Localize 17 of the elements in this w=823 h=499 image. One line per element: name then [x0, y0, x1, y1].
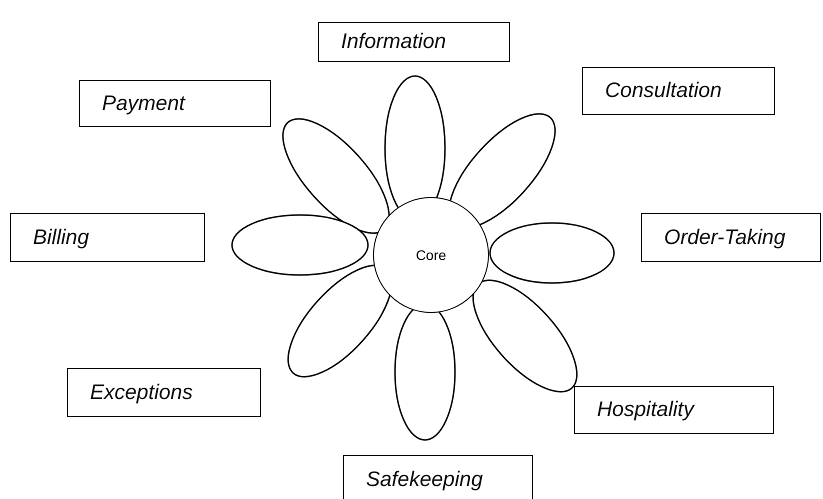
label-box — [582, 67, 775, 115]
service-label: Order-Taking — [664, 226, 786, 250]
label-box — [574, 386, 774, 434]
service-label: Consultation — [605, 79, 722, 103]
label-box — [10, 213, 205, 262]
label-box — [67, 368, 261, 417]
service-label: Billing — [33, 226, 90, 250]
core-label: Core — [416, 247, 446, 263]
service-label: Information — [341, 30, 446, 54]
label-box — [343, 455, 533, 499]
service-label: Hospitality — [597, 398, 694, 422]
service-label: Safekeeping — [366, 468, 483, 492]
label-box — [79, 80, 271, 127]
label-box — [641, 213, 821, 262]
service-label: Exceptions — [90, 380, 193, 404]
label-box — [318, 22, 510, 62]
service-label: Payment — [102, 92, 185, 116]
